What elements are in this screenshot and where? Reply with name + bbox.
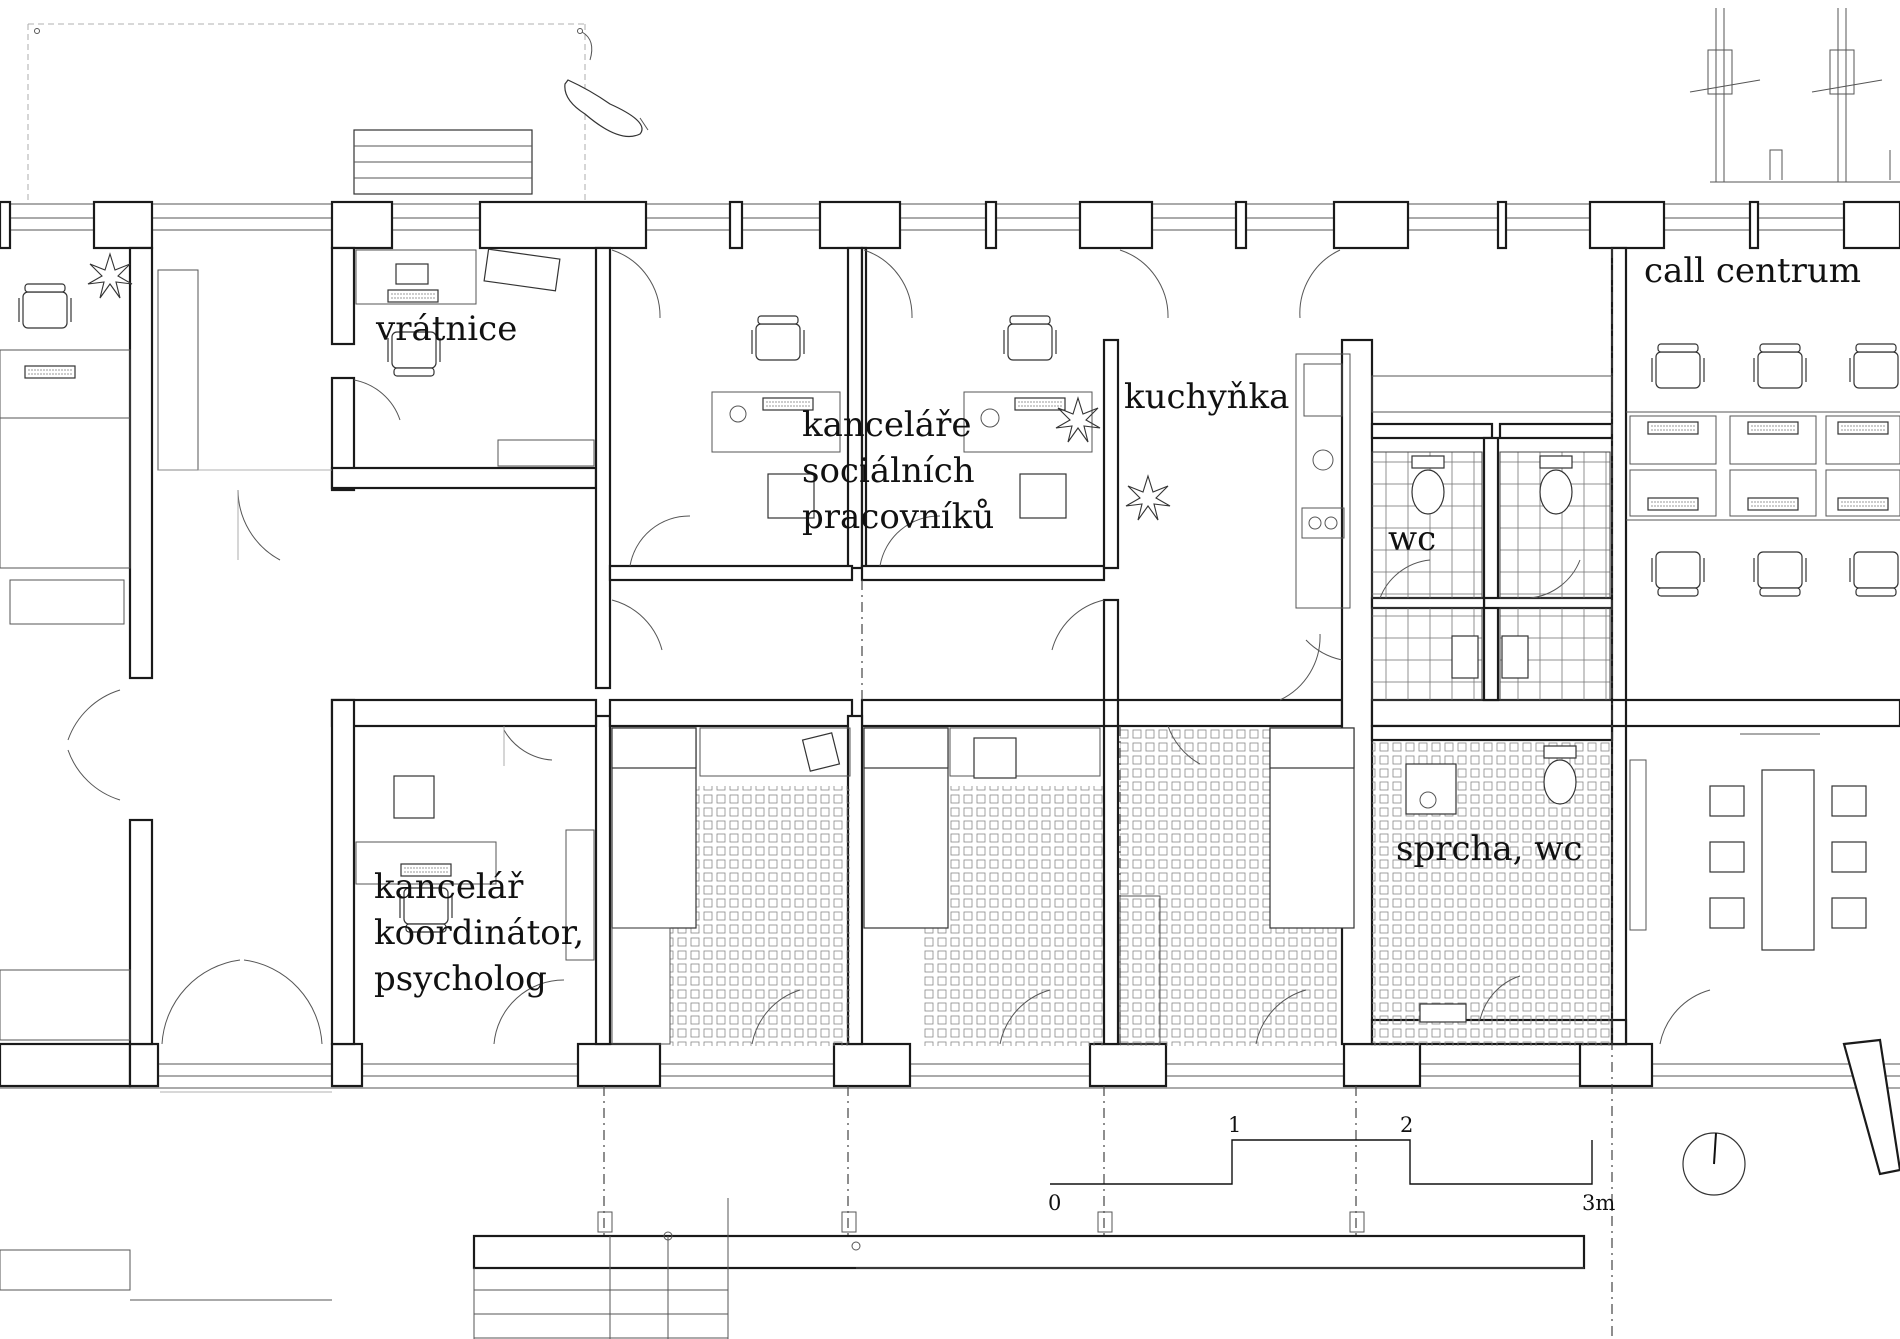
scale-tick-0: 0 [1048, 1191, 1061, 1215]
staircase [472, 1198, 1586, 1339]
scale-bar: 0 1 2 3m [1048, 1113, 1615, 1215]
outdoor-area [27, 8, 1900, 200]
wc-block [1305, 375, 1613, 701]
bedrooms [611, 725, 1612, 1046]
label-kancelare-1: kanceláře [802, 405, 971, 445]
vratnice-room [353, 248, 595, 467]
label-kancelar-1: kancelář [374, 867, 524, 907]
left-office [0, 253, 133, 1041]
label-kancelare-2: sociálních [802, 451, 975, 491]
corridor-left [0, 269, 332, 1301]
structural-axes [597, 248, 1613, 1339]
shower-room [1405, 745, 1577, 1023]
label-kancelar-3: psycholog [374, 959, 547, 999]
label-sprcha: sprcha, wc [1396, 829, 1582, 869]
label-wc: wc [1388, 519, 1436, 559]
call-center [1626, 343, 1900, 597]
north-arrow [1682, 1132, 1746, 1196]
meeting-room [1629, 733, 1867, 1045]
scale-tick-3m: 3m [1582, 1191, 1615, 1215]
label-kancelare-3: pracovníků [802, 497, 994, 537]
coordinator-office [355, 726, 595, 1045]
scale-tick-2: 2 [1400, 1113, 1413, 1137]
label-kuchynka: kuchyňka [1124, 377, 1289, 417]
dog-figure [564, 31, 649, 138]
label-kancelar-2: koordinátor, [374, 913, 584, 953]
bench [353, 129, 533, 195]
bottom-facade [0, 1038, 1900, 1176]
bicycle-rack [1689, 8, 1900, 183]
top-facade [0, 200, 1900, 250]
label-call-centrum: call centrum [1644, 251, 1861, 291]
label-vratnice: vrátnice [375, 309, 517, 349]
social-workers-offices [611, 249, 1105, 700]
kitchenette [1119, 249, 1351, 701]
scale-tick-1: 1 [1228, 1113, 1241, 1137]
